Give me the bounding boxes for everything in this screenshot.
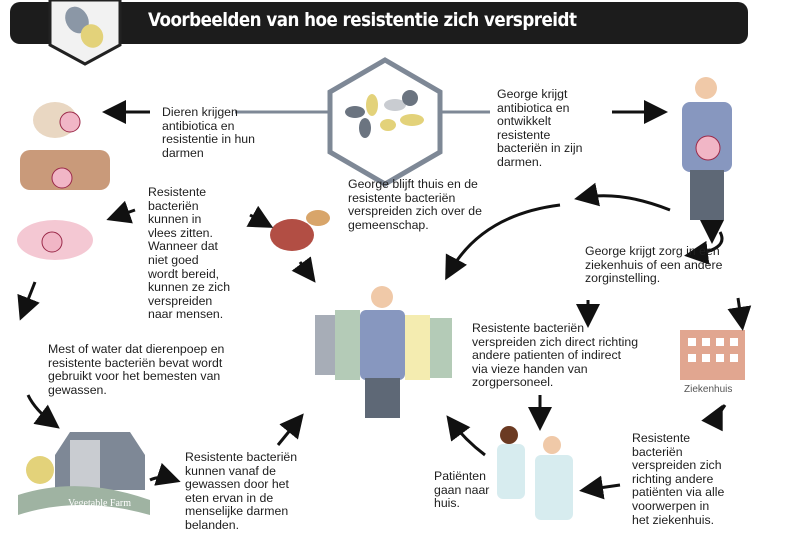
text-manure: Mest of water dat dierenpoep en resisten… [48,342,225,397]
hospital-label: Ziekenhuis [684,384,733,395]
farm-icon [18,432,150,515]
text-objects-spread: Resistente bacteriën verspreiden zich ri… [632,431,725,527]
capsule-badge-icon [48,0,122,66]
text-george-home: George blijft thuis en de resistente bac… [348,177,482,232]
text-direct-spread: Resistente bacteriën verspreiden zich di… [472,321,639,390]
title-banner [10,2,748,44]
text-patients-home: Patiënten gaan naar huis. [434,469,490,511]
flow-arrows [17,100,752,500]
community-people-icon [315,286,452,418]
text-meat: Resistente bacteriën kunnen in vlees zit… [148,185,231,322]
text-george-hospital: George krijgt zorg in een ziekenhuis of … [585,244,723,286]
meat-icon [270,210,330,251]
patients-icon [497,426,573,520]
page-title: Voorbeelden van hoe resistentie zich ver… [148,9,577,31]
text-animals: Dieren krijgen antibiotica en resistenti… [162,105,255,160]
animals-icon [17,102,110,260]
farm-logo-text: Vegetable Farm [68,498,132,509]
pills-icon [327,57,443,187]
text-crops: Resistente bacteriën kunnen vanaf de gew… [185,450,298,532]
text-george-antibiotics: George krijgt antibiotica en ontwikkelt … [497,87,583,169]
george-icon [682,77,732,220]
hospital-icon [680,330,745,380]
